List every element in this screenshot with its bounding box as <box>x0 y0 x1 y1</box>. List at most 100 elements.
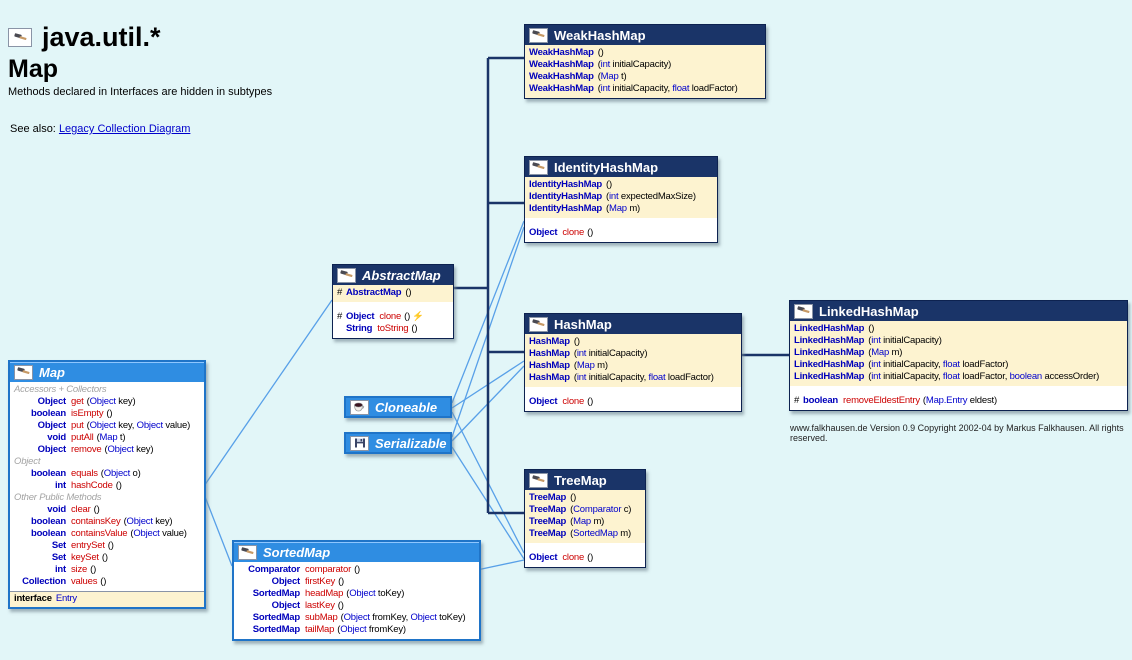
class-box-hashmap[interactable]: HashMap HashMap()HashMap(int initialCapa… <box>524 313 742 412</box>
box-header[interactable]: SortedMap <box>234 542 479 562</box>
constructor-row: IdentityHashMap(Map m) <box>529 203 640 214</box>
page-note: Methods declared in Interfaces are hidde… <box>8 86 273 98</box>
constructor-row: LinkedHashMap() <box>794 323 875 334</box>
constructor-row: HashMap(int initialCapacity) <box>529 348 648 359</box>
edge-sortedmap-treemap <box>476 559 525 571</box>
spacer <box>525 389 741 396</box>
floppy-icon <box>350 435 369 451</box>
constructor-row: LinkedHashMap(Map m) <box>794 347 903 358</box>
legacy-collection-diagram-link[interactable]: Legacy Collection Diagram <box>58 123 191 135</box>
class-box-linkedhashmap[interactable]: LinkedHashMap LinkedHashMap()LinkedHashM… <box>789 300 1128 411</box>
box-header[interactable]: WeakHashMap <box>525 25 765 45</box>
constructors-compartment: WeakHashMap()WeakHashMap(int initialCapa… <box>525 45 765 98</box>
box-title: Serializable <box>375 435 447 451</box>
box-title: WeakHashMap <box>554 27 646 43</box>
box-title: Cloneable <box>375 399 438 415</box>
box-title: IdentityHashMap <box>554 159 659 175</box>
constructor-row: TreeMap() <box>529 492 577 503</box>
constructor-row: TreeMap(Comparator c) <box>529 504 632 515</box>
page-title: java.util.* <box>42 22 161 52</box>
constructor-row: TreeMap(SortedMap m) <box>529 528 631 539</box>
constructors-compartment: IdentityHashMap()IdentityHashMap(int exp… <box>525 177 717 218</box>
constructor-row: WeakHashMap(int initialCapacity) <box>529 59 672 70</box>
class-box-weakhashmap[interactable]: WeakHashMap WeakHashMap()WeakHashMap(int… <box>524 24 766 99</box>
constructor-row: IdentityHashMap(int expectedMaxSize) <box>529 191 696 202</box>
constructor-row: LinkedHashMap(int initialCapacity) <box>794 335 942 346</box>
box-header[interactable]: TreeMap <box>525 470 645 490</box>
constructor-row: TreeMap(Map m) <box>529 516 605 527</box>
box-body: HashMap()HashMap(int initialCapacity)Has… <box>525 334 741 411</box>
constructor-row: WeakHashMap(int initialCapacity, float l… <box>529 83 738 94</box>
constructor-row: HashMap() <box>529 336 580 347</box>
section-label: Other Public Methods <box>14 492 102 503</box>
cup-icon <box>350 399 369 415</box>
box-header[interactable]: IdentityHashMap <box>525 157 717 177</box>
hammer-icon <box>8 28 32 47</box>
constructors-compartment: LinkedHashMap()LinkedHashMap(int initial… <box>790 321 1127 386</box>
hammer-icon <box>529 159 548 175</box>
box-header[interactable]: Map <box>10 362 204 382</box>
box-header[interactable]: AbstractMap <box>333 265 453 285</box>
spacer <box>790 388 1127 395</box>
copyright-note: www.falkhausen.de Version 0.9 Copyright … <box>790 423 1124 443</box>
spacer <box>525 220 717 227</box>
section-label: Object <box>14 456 41 467</box>
hammer-icon <box>529 27 548 43</box>
interface-box-serializable[interactable]: Serializable <box>344 432 452 454</box>
title-block: java.util.* Map Methods declared in Inte… <box>8 22 272 98</box>
constructor-row: LinkedHashMap(int initialCapacity, float… <box>794 371 1100 382</box>
box-body: IdentityHashMap()IdentityHashMap(int exp… <box>525 177 717 242</box>
constructor-row: HashMap(Map m) <box>529 360 608 371</box>
hammer-icon <box>238 544 257 560</box>
box-header[interactable]: LinkedHashMap <box>790 301 1127 321</box>
interface-box-cloneable[interactable]: Cloneable <box>344 396 452 418</box>
class-box-treemap[interactable]: TreeMap TreeMap()TreeMap(Comparator c)Tr… <box>524 469 646 568</box>
box-title: TreeMap <box>554 472 607 488</box>
constructors-compartment: HashMap()HashMap(int initialCapacity)Has… <box>525 334 741 387</box>
constructor-row: WeakHashMap() <box>529 47 604 58</box>
class-box-identityhashmap[interactable]: IdentityHashMap IdentityHashMap()Identit… <box>524 156 718 243</box>
constructors-compartment: TreeMap()TreeMap(Comparator c)TreeMap(Ma… <box>525 490 645 543</box>
constructor-row: LinkedHashMap(int initialCapacity, float… <box>794 359 1009 370</box>
constructor-row: WeakHashMap(Map t) <box>529 71 627 82</box>
box-body: TreeMap()TreeMap(Comparator c)TreeMap(Ma… <box>525 490 645 567</box>
hammer-icon <box>337 267 356 283</box>
box-title: LinkedHashMap <box>819 303 919 319</box>
box-title: AbstractMap <box>362 267 441 283</box>
box-header[interactable]: HashMap <box>525 314 741 334</box>
spacer <box>333 304 453 311</box>
edge-map-abstractmap <box>201 299 333 490</box>
page-subtitle: Map <box>8 55 58 83</box>
constructor-row: IdentityHashMap() <box>529 179 612 190</box>
hammer-icon <box>529 472 548 488</box>
